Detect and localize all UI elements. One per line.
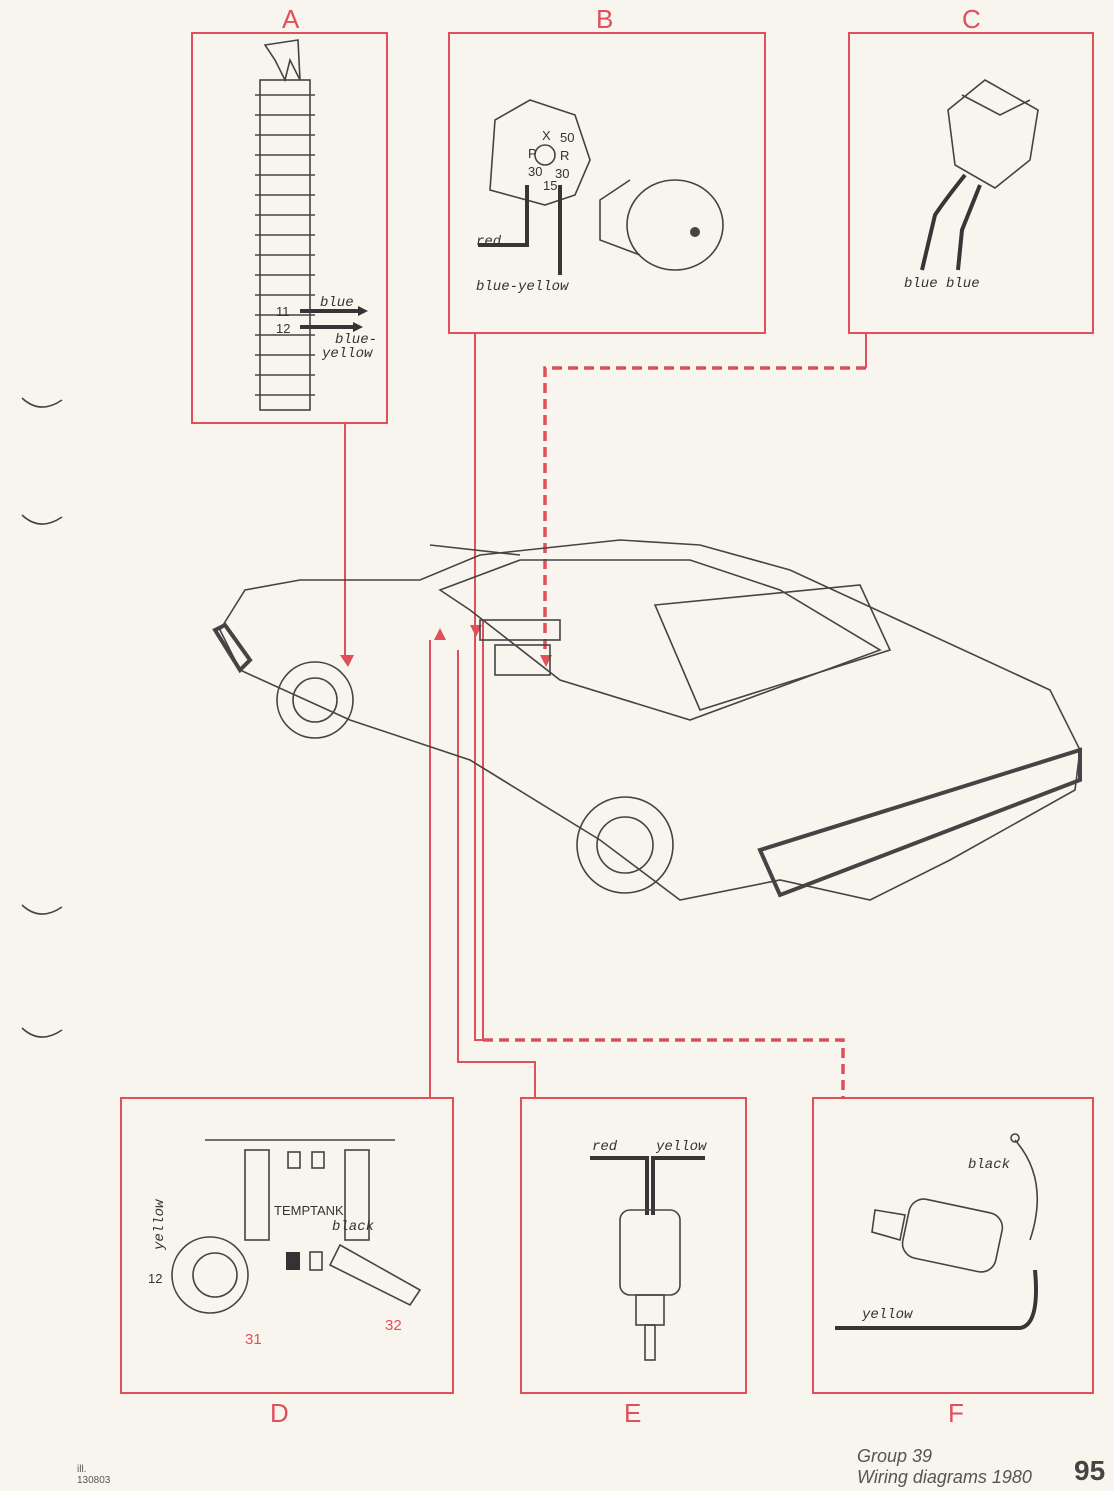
panel-c-connector: blue blue — [904, 79, 1039, 292]
pin-11: 11 — [276, 304, 290, 319]
svg-text:30: 30 — [555, 166, 569, 181]
page-number: 95 — [1074, 1455, 1106, 1486]
connector-32: 32 — [385, 1317, 402, 1334]
panel-f-letter: F — [948, 1398, 964, 1428]
footer-section-title: Wiring diagrams 1980 — [857, 1467, 1032, 1487]
panel-c-letter: C — [962, 4, 981, 34]
panel-b-ignition-switch: X 50 P R 30 30 15 red blue-yellow — [476, 99, 724, 295]
wire-label-blue-yellow: blue-yellow — [476, 279, 569, 295]
panel-b-box — [448, 32, 766, 334]
pin-12: 12 — [276, 321, 290, 336]
svg-text:P: P — [528, 146, 537, 161]
gauge-label-temp: TEMP — [274, 1203, 310, 1218]
wire-label-yellow: yellow — [655, 1139, 707, 1155]
svg-text:15: 15 — [543, 178, 557, 193]
wire-label-blue: blue — [320, 295, 354, 311]
panel-e-letter: E — [624, 1398, 641, 1428]
panel-b-letter: B — [596, 4, 613, 34]
wire-label-red: red — [476, 234, 502, 250]
svg-text:R: R — [560, 148, 569, 163]
svg-text:50: 50 — [560, 130, 574, 145]
svg-text:30: 30 — [528, 164, 542, 179]
ill-number: 130803 — [77, 1475, 111, 1486]
connection-wires — [340, 333, 867, 1098]
panel-c-box — [848, 32, 1094, 334]
wire-label-blue-yellow-1: blue- — [335, 332, 377, 348]
wire-label-black: black — [332, 1219, 375, 1235]
car-illustration — [212, 539, 1082, 901]
gauge-label-tank: TANK — [310, 1203, 344, 1218]
wire-label-blue-blue: blue blue — [904, 276, 980, 292]
svg-text:X: X — [542, 128, 551, 143]
panel-d-box — [120, 1097, 454, 1394]
wire-label-red: red — [592, 1139, 618, 1155]
panel-f-sender: black yellow — [835, 1133, 1039, 1330]
panel-f-box — [812, 1097, 1094, 1394]
panel-a-box — [191, 32, 388, 424]
footer-group: Group 39 — [857, 1446, 933, 1466]
panel-e-sensor: red yellow — [590, 1139, 707, 1361]
wire-label-black: black — [968, 1157, 1011, 1173]
binder-holes — [21, 397, 63, 1038]
panel-a-connector-block: 11 12 blue blue- yellow — [255, 39, 377, 411]
panel-d-letter: D — [270, 1398, 289, 1428]
wire-label-blue-yellow-2: yellow — [321, 346, 373, 362]
ill-label: ill. — [77, 1464, 87, 1475]
illustration-number: ill. 130803 — [77, 1464, 110, 1486]
panel-d-instrument-connector: TEMP TANK yellow 12 black 31 32 — [148, 1139, 422, 1348]
panel-a-letter: A — [282, 4, 300, 34]
wire-label-yellow: yellow — [861, 1307, 913, 1323]
pin-12: 12 — [148, 1271, 162, 1286]
panel-e-box — [520, 1097, 747, 1394]
wire-label-yellow: yellow — [152, 1199, 168, 1251]
footer-section: Group 39 Wiring diagrams 1980 — [857, 1446, 1032, 1488]
connector-31: 31 — [245, 1331, 262, 1348]
